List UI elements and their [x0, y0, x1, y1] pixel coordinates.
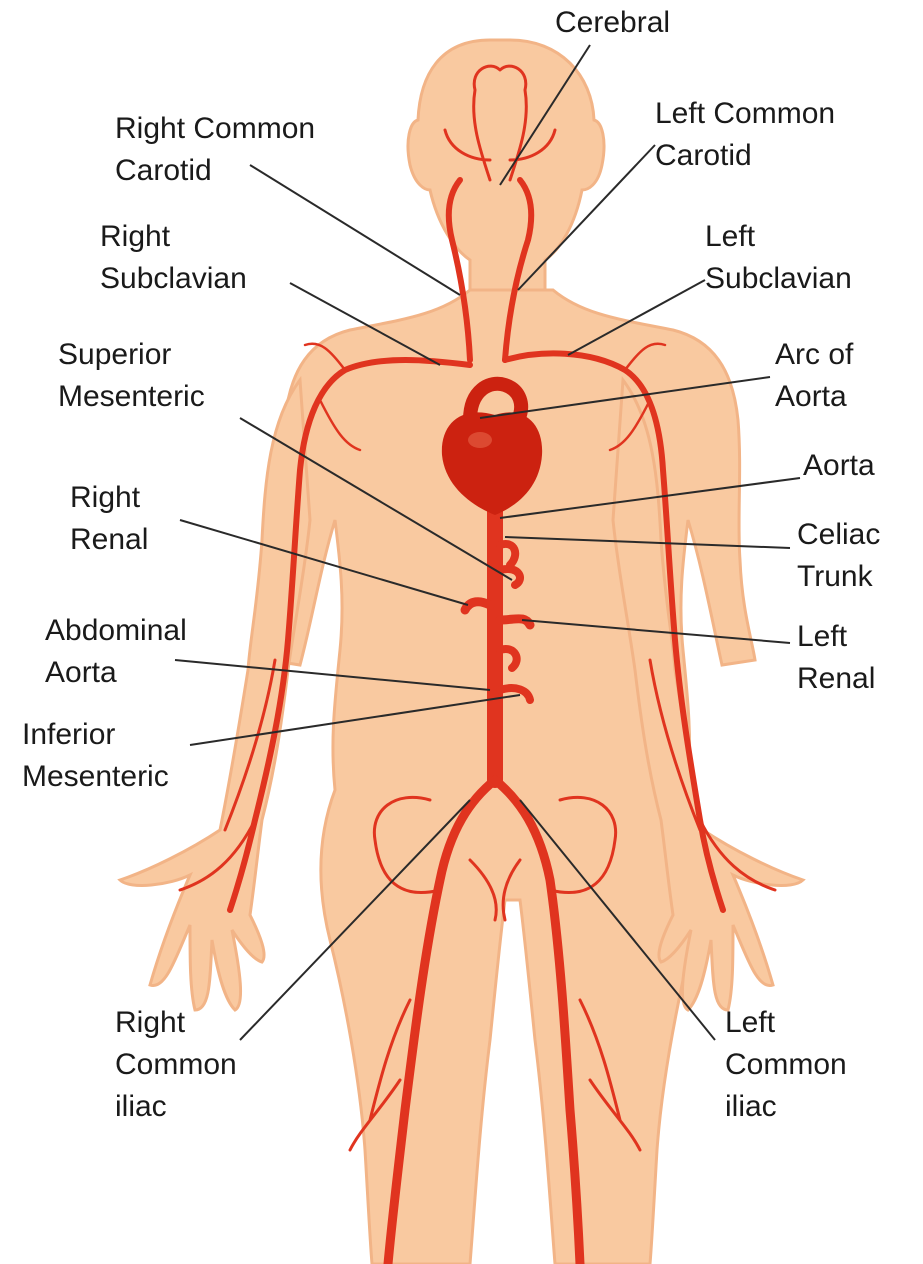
label-superior-mesenteric: Superior Mesenteric	[58, 334, 205, 418]
label-celiac-trunk: Celiac Trunk	[797, 514, 880, 598]
label-abdominal-aorta: Abdominal Aorta	[45, 610, 187, 694]
label-left-renal: Left Renal	[797, 616, 875, 700]
label-right-common-carotid: Right Common Carotid	[115, 108, 315, 192]
label-left-common-iliac: Left Common iliac	[725, 1002, 847, 1128]
heart-highlight	[468, 432, 492, 448]
label-cerebral: Cerebral	[555, 2, 670, 44]
head-shape	[408, 40, 604, 300]
label-left-subclavian: Left Subclavian	[705, 216, 852, 300]
label-right-common-iliac: Right Common iliac	[115, 1002, 237, 1128]
label-inferior-mesenteric: Inferior Mesenteric	[22, 714, 169, 798]
label-aorta: Aorta	[803, 445, 875, 487]
label-left-common-carotid: Left Common Carotid	[655, 93, 835, 177]
label-arc-of-aorta: Arc of Aorta	[775, 334, 853, 418]
label-right-subclavian: Right Subclavian	[100, 216, 247, 300]
label-right-renal: Right Renal	[70, 477, 148, 561]
